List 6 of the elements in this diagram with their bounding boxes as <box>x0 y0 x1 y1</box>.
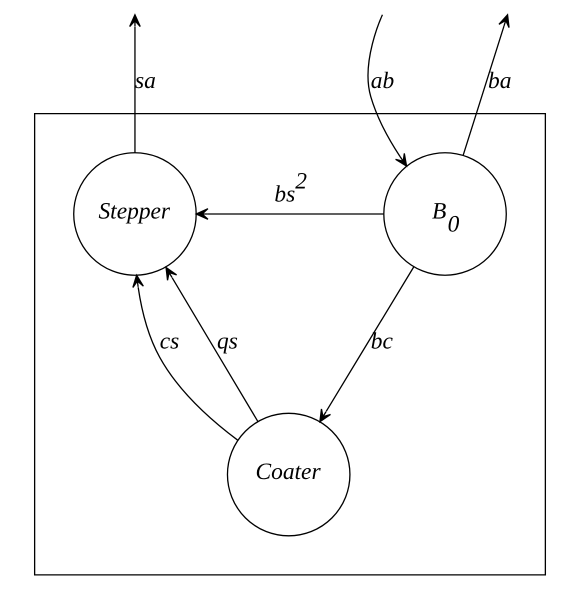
edge-label: qs <box>217 328 238 355</box>
edge-label: sa <box>134 68 156 94</box>
edge-label: ab <box>370 68 394 94</box>
edge-label: cs <box>160 328 180 355</box>
edge-label: ba <box>488 68 512 94</box>
edge-label: bc <box>370 328 393 355</box>
